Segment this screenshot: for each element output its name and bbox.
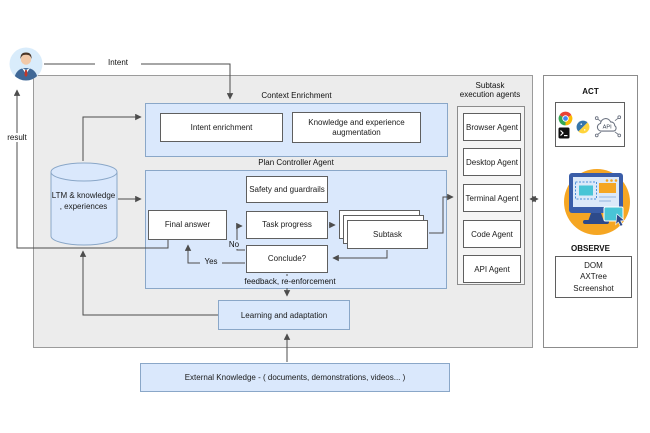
svg-text:API: API bbox=[602, 124, 612, 130]
user-avatar bbox=[9, 47, 43, 81]
ltm-memory-label: LTM & knowledge , experiences bbox=[50, 190, 117, 212]
conclude-box: Conclude? bbox=[246, 245, 328, 273]
observe-outputs-box: DOM AXTree Screenshot bbox=[555, 256, 632, 298]
knowledge-augmentation-box: Knowledge and experience augmentation bbox=[292, 112, 421, 143]
act-tools-left bbox=[558, 111, 573, 139]
user-avatar-icon bbox=[9, 47, 43, 81]
observe-item-axtree: AXTree bbox=[580, 272, 607, 282]
final-answer-box: Final answer bbox=[148, 210, 227, 240]
plan-controller-title: Plan Controller Agent bbox=[258, 158, 334, 167]
observe-item-screenshot: Screenshot bbox=[573, 283, 614, 293]
context-enrichment-title: Context Enrichment bbox=[261, 91, 332, 100]
act-tools-box: API bbox=[555, 102, 625, 147]
code-agent-box: Code Agent bbox=[463, 220, 521, 248]
subtask-box: Subtask bbox=[347, 220, 428, 249]
computer-illustration bbox=[564, 169, 630, 235]
subtask-agents-panel: Browser Agent Desktop Agent Terminal Age… bbox=[457, 106, 525, 285]
external-knowledge-box: External Knowledge - ( documents, demons… bbox=[140, 363, 450, 392]
intent-edge-label: Intent bbox=[95, 58, 141, 67]
safety-guardrails-box: Safety and guardrails bbox=[246, 176, 328, 203]
yes-edge-label: Yes bbox=[200, 257, 222, 266]
chrome-icon bbox=[558, 111, 572, 125]
subtask-agents-title-line1: Subtask bbox=[475, 81, 505, 90]
ltm-label-line2: , experiences bbox=[59, 202, 108, 212]
learning-adaptation-box: Learning and adaptation bbox=[218, 300, 350, 330]
ltm-label-line1: LTM & knowledge bbox=[51, 191, 116, 200]
terminal-icon bbox=[558, 127, 569, 138]
python-icon bbox=[576, 120, 589, 133]
intent-enrichment-box: Intent enrichment bbox=[160, 113, 283, 142]
act-title: ACT bbox=[582, 87, 599, 96]
api-agent-box: API Agent bbox=[463, 255, 521, 283]
terminal-agent-box: Terminal Agent bbox=[463, 184, 521, 212]
desktop-agent-box: Desktop Agent bbox=[463, 148, 521, 176]
subtask-agents-title: Subtask execution agents bbox=[450, 81, 530, 99]
browser-agent-box: Browser Agent bbox=[463, 113, 521, 141]
subtask-agents-title-line2: execution agents bbox=[459, 90, 521, 100]
api-icon: API bbox=[594, 114, 621, 137]
observe-item-dom: DOM bbox=[584, 260, 603, 270]
observe-title: OBSERVE bbox=[571, 244, 610, 253]
task-progress-box: Task progress bbox=[246, 211, 328, 239]
feedback-edge-label: feedback, re-enforcement bbox=[244, 277, 336, 286]
no-edge-label: No bbox=[225, 240, 243, 249]
result-edge-label: result bbox=[2, 133, 32, 142]
